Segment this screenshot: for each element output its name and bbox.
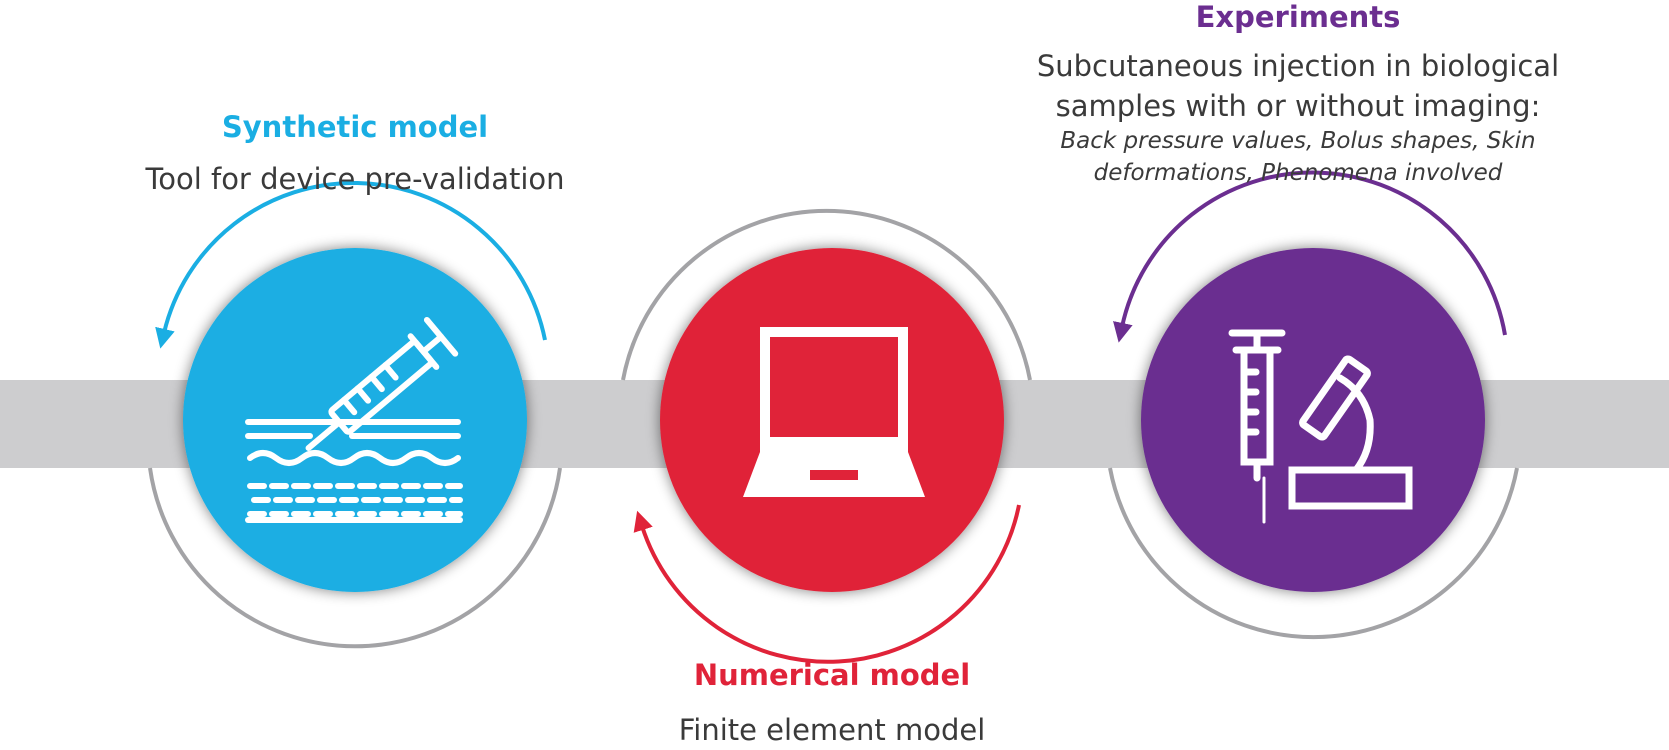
experiments-arrow [1113, 170, 1507, 343]
numerical-ring [621, 208, 1032, 381]
experiments-description-line1: Subcutaneous injection in biological [1036, 49, 1560, 83]
experiments-details-line2: deformations, Phenomena involved [1093, 160, 1503, 186]
experiments-title: Experiments [1195, 0, 1401, 34]
synthetic-ring [148, 467, 562, 649]
experiments-ring [1108, 467, 1519, 640]
syringe-microscope-icon [1228, 329, 1413, 524]
experiments-description-line2: samples with or without imaging: [1055, 89, 1541, 123]
synthetic-arrow [155, 181, 547, 349]
numerical-description: Finite element model [678, 713, 986, 747]
syringe-skin-icon [245, 316, 463, 523]
numerical-arrow [633, 504, 1021, 664]
synthetic-title: Synthetic model [221, 110, 489, 144]
experiments-details-line1: Back pressure values, Bolus shapes, Skin [1060, 128, 1536, 154]
experiments-circle [1141, 248, 1485, 592]
laptop-icon [743, 327, 925, 497]
synthetic-description: Tool for device pre-validation [145, 162, 565, 196]
numerical-title: Numerical model [693, 658, 971, 692]
